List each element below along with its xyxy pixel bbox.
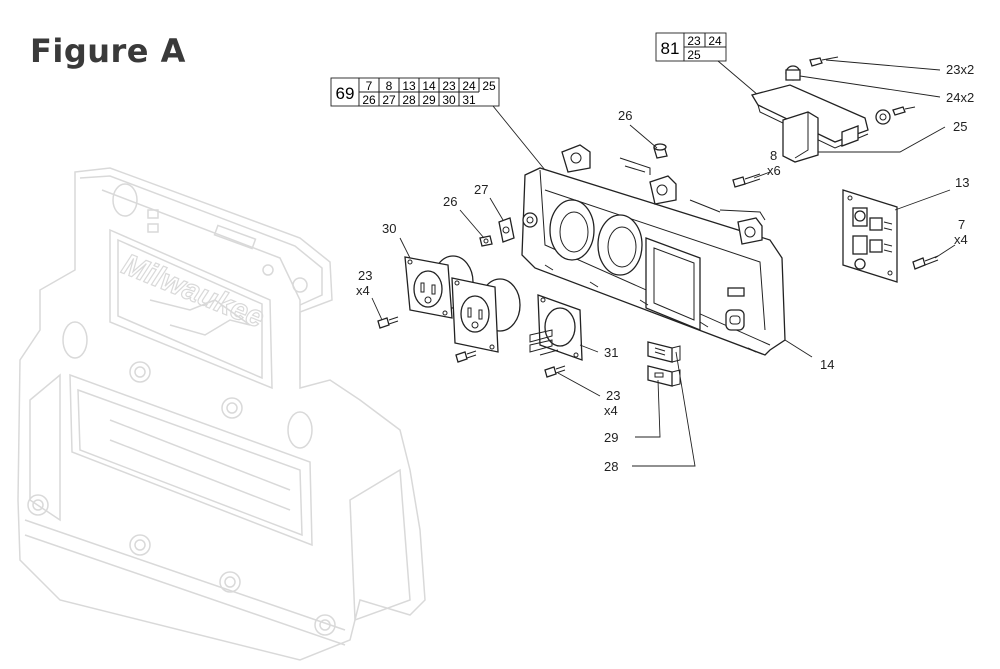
callout-23x2: 23x2 bbox=[946, 62, 974, 77]
kit-ref-69: 69 7 8 13 14 23 24 25 26 27 28 29 30 31 bbox=[330, 77, 546, 171]
callout-14: 14 bbox=[820, 357, 834, 372]
callout-7-qty: x4 bbox=[954, 232, 968, 247]
part-13-pcb bbox=[842, 189, 898, 283]
callout-8: 8 bbox=[770, 148, 777, 163]
part-7-screw bbox=[912, 255, 939, 270]
callout-13: 13 bbox=[955, 175, 969, 190]
callout-28: 28 bbox=[604, 459, 618, 474]
kit-81-r1-1: 24 bbox=[708, 34, 722, 48]
part-30-receptacle bbox=[404, 255, 521, 353]
kit-ref-81: 81 23 24 25 bbox=[655, 32, 759, 96]
callout-23-mid: 23 bbox=[606, 388, 620, 403]
callout-8-qty: x6 bbox=[767, 163, 781, 178]
kit-81-r2-0: 25 bbox=[687, 48, 701, 62]
figure-title: Figure A bbox=[30, 32, 186, 70]
kit-69-r2-1: 27 bbox=[382, 93, 396, 107]
kit-ref-69-number: 69 bbox=[336, 84, 355, 103]
part-23-screws bbox=[377, 316, 566, 378]
callout-31: 31 bbox=[604, 345, 618, 360]
callout-26-top: 26 bbox=[618, 108, 632, 123]
kit-69-r1-6: 25 bbox=[482, 79, 496, 93]
kit-69-r2-3: 29 bbox=[422, 93, 436, 107]
kit-69-r1-1: 8 bbox=[386, 79, 393, 93]
kit-81-r1-0: 23 bbox=[687, 34, 701, 48]
callout-7: 7 bbox=[958, 217, 965, 232]
part-26-top bbox=[653, 143, 668, 159]
part-25-cover bbox=[750, 56, 916, 163]
leader-lines bbox=[371, 59, 956, 467]
kit-ref-81-number: 81 bbox=[661, 39, 680, 58]
kit-69-r1-2: 13 bbox=[402, 79, 416, 93]
kit-69-r1-0: 7 bbox=[366, 79, 373, 93]
kit-69-r1-5: 24 bbox=[462, 79, 476, 93]
part-27-clip bbox=[498, 217, 515, 243]
ghost-housing: Milwaukee bbox=[17, 167, 426, 661]
part-8-screw bbox=[732, 173, 761, 188]
callout-labels: 23x2 24x2 25 26 8 x6 13 7 x4 27 26 30 23… bbox=[356, 62, 974, 474]
callout-23-mid-qty: x4 bbox=[604, 403, 618, 418]
kit-69-r2-4: 30 bbox=[442, 93, 456, 107]
callout-23-left-qty: x4 bbox=[356, 283, 370, 298]
kit-69-r1-3: 14 bbox=[422, 79, 436, 93]
kit-69-r2-5: 31 bbox=[462, 93, 476, 107]
callout-29: 29 bbox=[604, 430, 618, 445]
callout-26-left: 26 bbox=[443, 194, 457, 209]
callout-25: 25 bbox=[953, 119, 967, 134]
part-31-inlet bbox=[529, 294, 583, 361]
kit-69-r1-4: 23 bbox=[442, 79, 456, 93]
part-14-faceplate bbox=[521, 144, 813, 358]
kit-69-r2-0: 26 bbox=[362, 93, 376, 107]
callout-23-left: 23 bbox=[358, 268, 372, 283]
part-28-29-usb bbox=[647, 341, 681, 387]
callout-24x2: 24x2 bbox=[946, 90, 974, 105]
part-26-left bbox=[479, 235, 493, 247]
callout-30: 30 bbox=[382, 221, 396, 236]
callout-27: 27 bbox=[474, 182, 488, 197]
kit-69-r2-2: 28 bbox=[402, 93, 416, 107]
